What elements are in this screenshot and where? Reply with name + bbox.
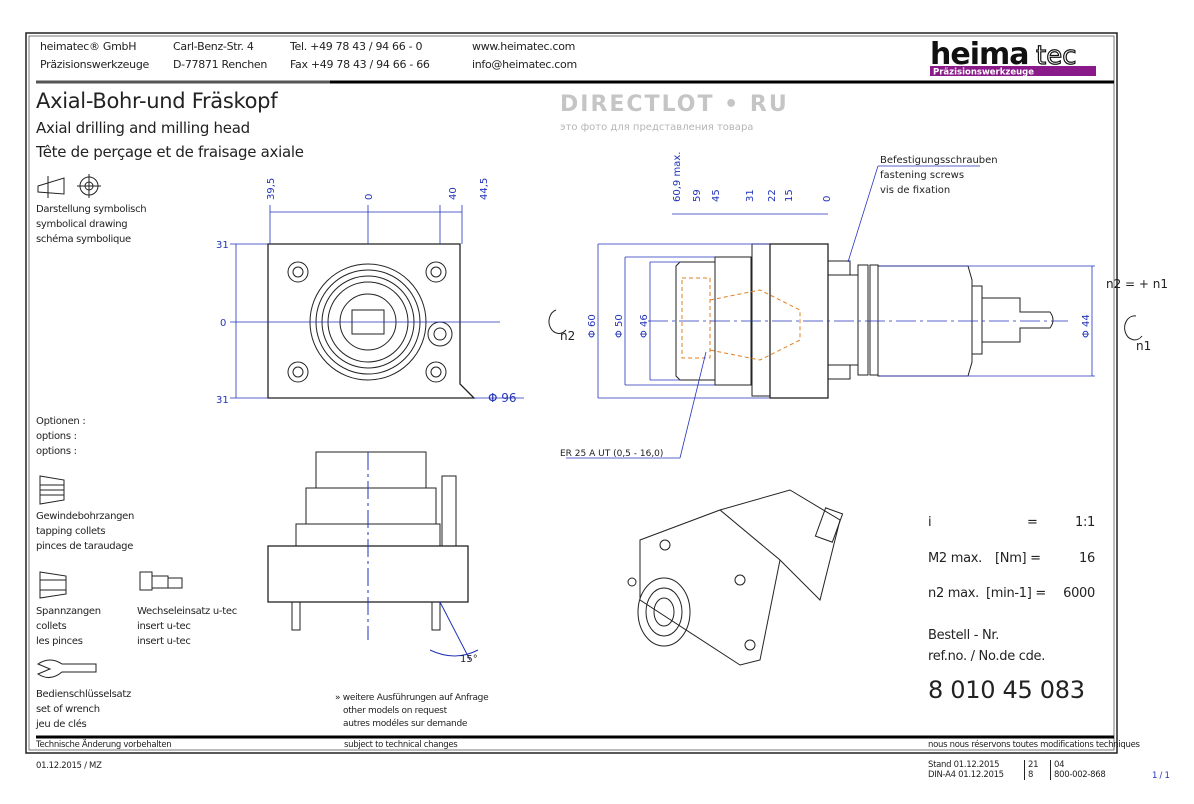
dim-front-top-44-5: 44,5 [479, 178, 490, 200]
page-indicator: 1 / 1 [1152, 771, 1170, 781]
spec-n2-value: 6000 [1063, 586, 1095, 601]
footer-de: Technische Änderung vorbehalten [36, 740, 172, 750]
ratio-note: n2 = + n1 [1106, 277, 1168, 291]
front-view-drawing [230, 205, 524, 399]
website-link[interactable]: www.heimatec.com [472, 40, 576, 53]
angle-15: 15° [460, 654, 478, 665]
street: Carl-Benz-Str. 4 [173, 40, 254, 53]
footer-en: subject to technical changes [344, 740, 458, 750]
svg-text:Präzisionswerkzeuge: Präzisionswerkzeuge [933, 68, 1034, 78]
label-n2: n2 [560, 329, 575, 343]
dim-side-22: 22 [767, 189, 778, 202]
collet-icon [39, 571, 67, 599]
dim-side-15: 15 [784, 189, 795, 202]
dim-side-60-9-max: 60,9 max. [672, 152, 683, 202]
dim-side-59: 59 [692, 189, 703, 202]
spec-m2-value: 16 [1079, 551, 1095, 566]
dim-front-left-31-bottom: 31 [216, 395, 229, 406]
order-label-en: ref.no. / No.de cde. [928, 649, 1046, 664]
dim-front-top-40: 40 [448, 187, 459, 200]
rotation-n2-icon [548, 309, 567, 334]
spec-i-eq: = [1027, 515, 1038, 530]
fax: Fax +49 78 43 / 94 66 - 66 [290, 58, 430, 71]
dim-diameter-50: Φ 50 [614, 314, 625, 338]
dim-front-left-31-top: 31 [216, 240, 229, 251]
dim-front-left-0: 0 [220, 318, 226, 329]
dim-front-top-39-5: 39,5 [266, 178, 277, 200]
symbol-de: Darstellung symbolisch [36, 204, 147, 215]
order-number: 8 010 45 083 [928, 676, 1085, 704]
spec-i-value: 1:1 [1074, 515, 1095, 530]
title-fr: Tête de perçage et de fraisage axiale [36, 143, 304, 161]
company-name: heimatec® GmbH [40, 40, 137, 53]
insert-utec-icon [139, 571, 183, 591]
footer-fr: nous nous réservons toutes modifications… [928, 740, 1140, 750]
symbol-caption: Darstellung symbolisch symbolical drawing… [36, 202, 147, 247]
dim-diameter-44: Φ 44 [1081, 314, 1092, 338]
dim-front-top-0: 0 [364, 194, 375, 200]
wrench-icon [36, 659, 97, 678]
isometric-view-drawing [627, 489, 844, 666]
dim-front-diameter-96: Φ 96 [488, 391, 517, 405]
email-link[interactable]: info@heimatec.com [472, 58, 577, 71]
lower-view-drawing [267, 451, 479, 661]
symbol-en: symbolical drawing [36, 219, 128, 230]
spec-i-label: i [928, 515, 932, 530]
spec-n2-unit: [min-1] = [986, 586, 1046, 601]
page-frame [25, 32, 1118, 754]
watermark: DIRECTLOT • RU [560, 92, 789, 117]
order-label-de: Bestell - Nr. [928, 628, 1000, 643]
collet-note: ER 25 A UT (0,5 - 16,0) [560, 449, 663, 459]
screws-note-en: fastening screws [880, 170, 964, 181]
symbol-fr: schéma symbolique [36, 234, 131, 245]
rotation-n1-icon [1124, 315, 1143, 341]
watermark-caption: это фото для представления товара [560, 122, 754, 133]
dim-side-0: 0 [822, 196, 833, 202]
spec-n2-label: n2 max. [928, 586, 979, 601]
spec-m2-unit: [Nm] = [995, 551, 1041, 566]
dim-side-45: 45 [711, 189, 722, 202]
screws-note-fr: vis de fixation [880, 185, 950, 196]
tapping-collet-icon [39, 475, 65, 505]
dim-side-31: 31 [745, 189, 756, 202]
symbol-drawing-icon [37, 174, 101, 198]
title-en: Axial drilling and milling head [36, 119, 250, 137]
date-author: 01.12.2015 / MZ [36, 761, 102, 771]
heimatec-logo: heima tec Präzisionswerkzeuge [930, 37, 1096, 78]
tel: Tel. +49 78 43 / 94 66 - 0 [290, 40, 423, 53]
spec-m2-label: M2 max. [928, 551, 982, 566]
options-caption: Optionen :options :options : [36, 416, 86, 457]
company-sub: Präzisionswerkzeuge [40, 58, 149, 71]
dim-diameter-60: Φ 60 [587, 314, 598, 338]
label-n1: n1 [1136, 339, 1151, 353]
page-frame-inner [28, 35, 1115, 751]
title-de: Axial-Bohr-und Fräskopf [36, 89, 278, 113]
screws-note-de: Befestigungsschrauben [880, 155, 998, 166]
city: D-77871 Renchen [173, 58, 268, 71]
side-view-drawing [548, 165, 1143, 459]
dim-diameter-46: Φ 46 [639, 314, 650, 338]
